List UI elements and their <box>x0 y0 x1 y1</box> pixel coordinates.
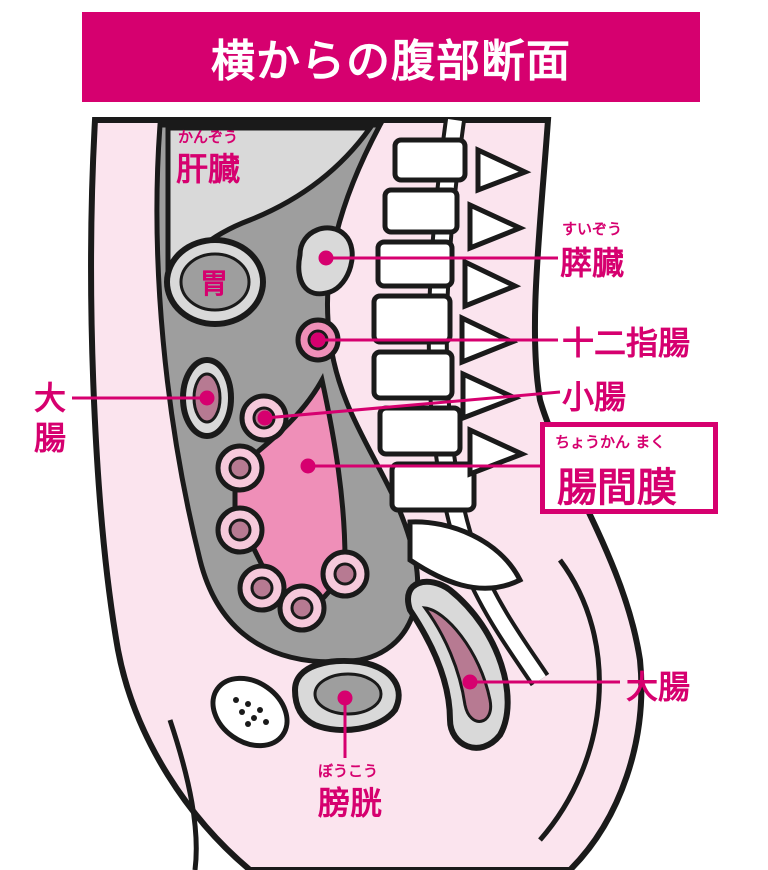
large-intestine-right-label: 大腸 <box>626 668 691 706</box>
title-banner: 横からの腹部断面 <box>82 12 700 102</box>
thigh-line <box>167 719 199 870</box>
mesentery-ruby: ちょうかん まく <box>555 433 666 451</box>
large-intestine-left-char-2: 腸 <box>33 419 66 457</box>
large-intestine-left-label: 大 腸 <box>28 378 72 458</box>
pancreas-ruby: すいぞう <box>562 220 623 238</box>
leader-small-intestine <box>264 390 561 420</box>
bladder-label: 膀胱 <box>318 784 383 822</box>
small-intestine-label: 小腸 <box>562 378 627 416</box>
buttock-line <box>538 558 602 842</box>
large-intestine-left-char-1: 大 <box>33 379 66 417</box>
vertebrae <box>371 137 524 591</box>
pancreas-label: 膵臓 <box>560 244 625 282</box>
mesentery-label-box: ちょうかん まく 腸間膜 <box>540 422 718 514</box>
liver-ruby: かんぞう <box>178 128 239 146</box>
stomach-label: 胃 <box>200 267 229 300</box>
pubic-bone-dots <box>233 697 269 727</box>
liver-label: 肝臓 <box>176 150 241 188</box>
page-title: 横からの腹部断面 <box>211 36 571 87</box>
duodenum-label: 十二指腸 <box>562 324 691 362</box>
bladder-ruby: ぼうこう <box>318 762 379 780</box>
mesentery-label: 腸間膜 <box>557 465 677 511</box>
pubic-bone <box>210 675 290 749</box>
